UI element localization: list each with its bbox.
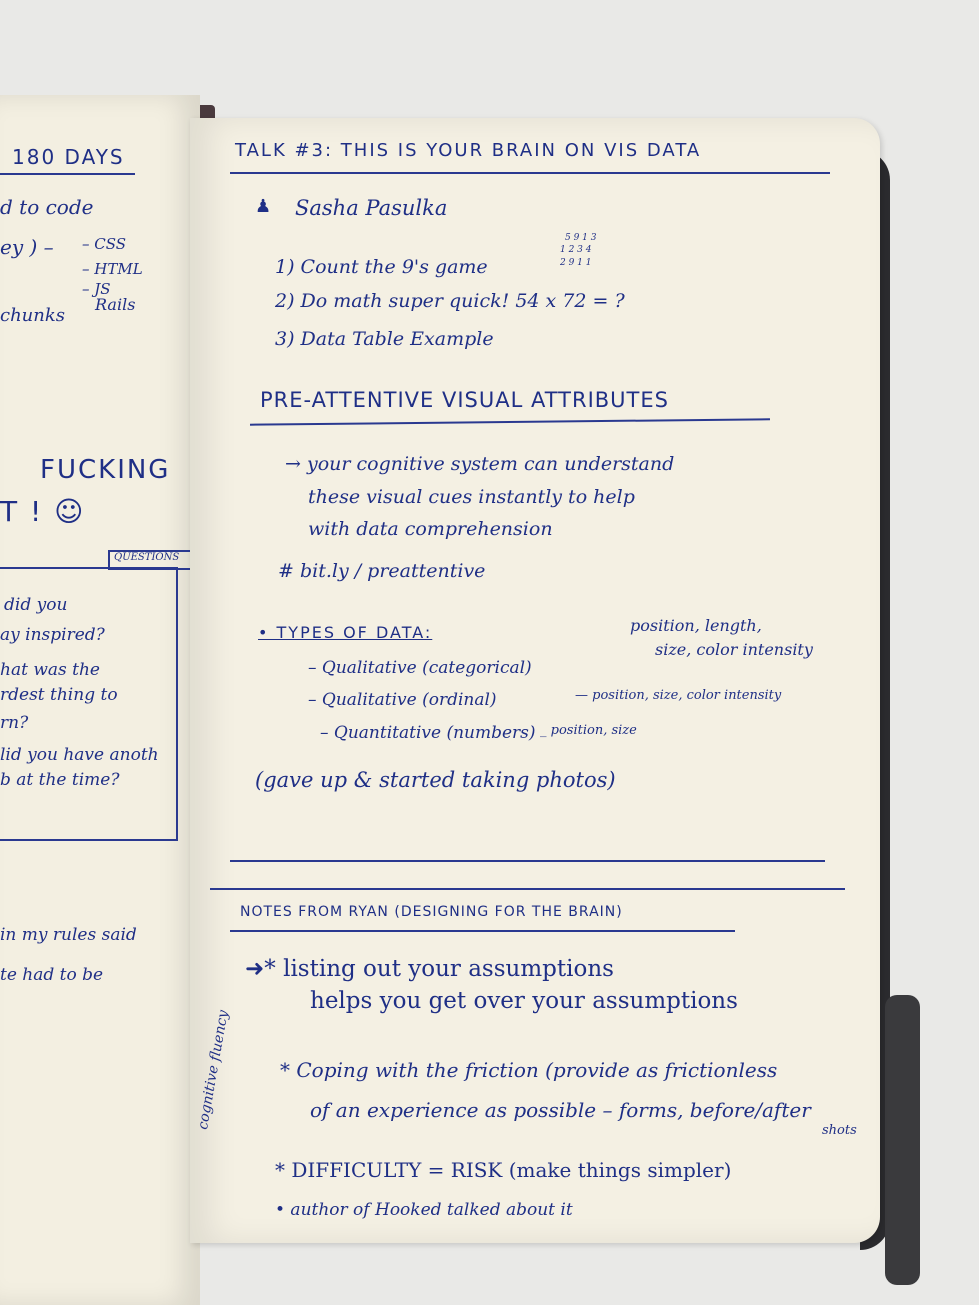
title-underline — [230, 172, 830, 174]
attr-1a: position, length, — [630, 616, 762, 635]
to-code-text: d to code — [0, 195, 94, 219]
days-heading: 180 DAYS — [12, 145, 125, 169]
gave-up-note: (gave up & started taking photos) — [255, 768, 616, 792]
type-1: – Qualitative (categorical) — [308, 658, 532, 678]
list-item-1: 1) Count the 9's game — [275, 256, 488, 278]
questions-box — [0, 567, 178, 841]
notes-heading: NOTES FROM RYAN (DESIGNING FOR THE BRAIN… — [240, 904, 623, 920]
note-2b: of an experience as possible – forms, be… — [310, 1098, 811, 1122]
cognitive-line-3: with data comprehension — [308, 518, 553, 540]
types-heading: • TYPES OF DATA: — [258, 623, 433, 642]
fucking-text: FUCKING — [40, 455, 171, 485]
preattentive-heading: PRE-ATTENTIVE VISUAL ATTRIBUTES — [260, 388, 669, 412]
type-3: – Quantitative (numbers) — [320, 723, 536, 743]
attr-3: _ position, size — [540, 723, 637, 738]
list-item-2: 2) Do math super quick! 54 x 72 = ? — [275, 290, 625, 312]
list-item-3: 3) Data Table Example — [275, 328, 494, 350]
chunks-text: chunks — [0, 305, 66, 326]
html-text: – HTML — [82, 260, 143, 278]
rails-text: Rails — [95, 295, 136, 314]
question-3b: b at the time? — [0, 770, 120, 790]
divider-2 — [210, 888, 845, 890]
attr-1b: size, color intensity — [655, 640, 813, 659]
speaker-name: Sasha Pasulka — [295, 196, 448, 220]
js-text: – JS — [82, 280, 111, 298]
rules-text-1: in my rules said — [0, 925, 137, 945]
note-1b: helps you get over your assumptions — [310, 988, 738, 1014]
game-digits-1: 5 9 1 3 — [565, 233, 597, 243]
type-2: – Qualitative (ordinal) — [308, 690, 497, 710]
smiley-line: T ! ☺ — [0, 495, 86, 528]
note-2a: * Coping with the friction (provide as f… — [280, 1058, 778, 1082]
divider-1 — [230, 860, 825, 862]
css-text: – CSS — [82, 235, 127, 253]
cognitive-line-2: these visual cues instantly to help — [308, 486, 635, 508]
question-2a: hat was the — [0, 660, 100, 680]
left-notebook-page: 180 DAYS d to code ey ) – – CSS – HTML –… — [0, 95, 200, 1305]
cognitive-fluency-note: cognitive fluency — [195, 1008, 232, 1131]
question-1b: ay inspired? — [0, 625, 105, 645]
attr-2: — position, size, color intensity — [575, 688, 782, 703]
game-digits-3: 2 9 1 1 — [560, 258, 592, 268]
days-underline — [0, 173, 135, 175]
question-3a: lid you have anoth — [0, 745, 159, 765]
elastic-band — [885, 995, 920, 1285]
note-1a: ➜* listing out your assumptions — [245, 956, 614, 982]
right-notebook-page: TALK #3: THIS IS YOUR BRAIN ON VIS DATA … — [190, 118, 880, 1243]
person-icon: ♟ — [255, 196, 272, 217]
note-3: * DIFFICULTY = RISK (make things simpler… — [275, 1158, 732, 1182]
question-1a: did you — [4, 595, 68, 615]
question-2c: rn? — [0, 713, 29, 733]
game-digits-2: 1 2 3 4 — [560, 245, 592, 255]
note-4: • author of Hooked talked about it — [275, 1200, 573, 1220]
preattentive-link: # bit.ly / preattentive — [278, 560, 486, 582]
cognitive-line-1: → your cognitive system can understand — [285, 453, 675, 475]
questions-label: QUESTIONS — [114, 552, 180, 563]
note-2c: shots — [822, 1123, 857, 1138]
question-2b: rdest thing to — [0, 685, 118, 705]
talk-title: TALK #3: THIS IS YOUR BRAIN ON VIS DATA — [235, 140, 702, 161]
preattentive-underline — [250, 418, 770, 426]
rules-text-2: te had to be — [0, 965, 104, 985]
notes-underline — [230, 930, 735, 932]
ey-text: ey ) – — [0, 235, 54, 259]
